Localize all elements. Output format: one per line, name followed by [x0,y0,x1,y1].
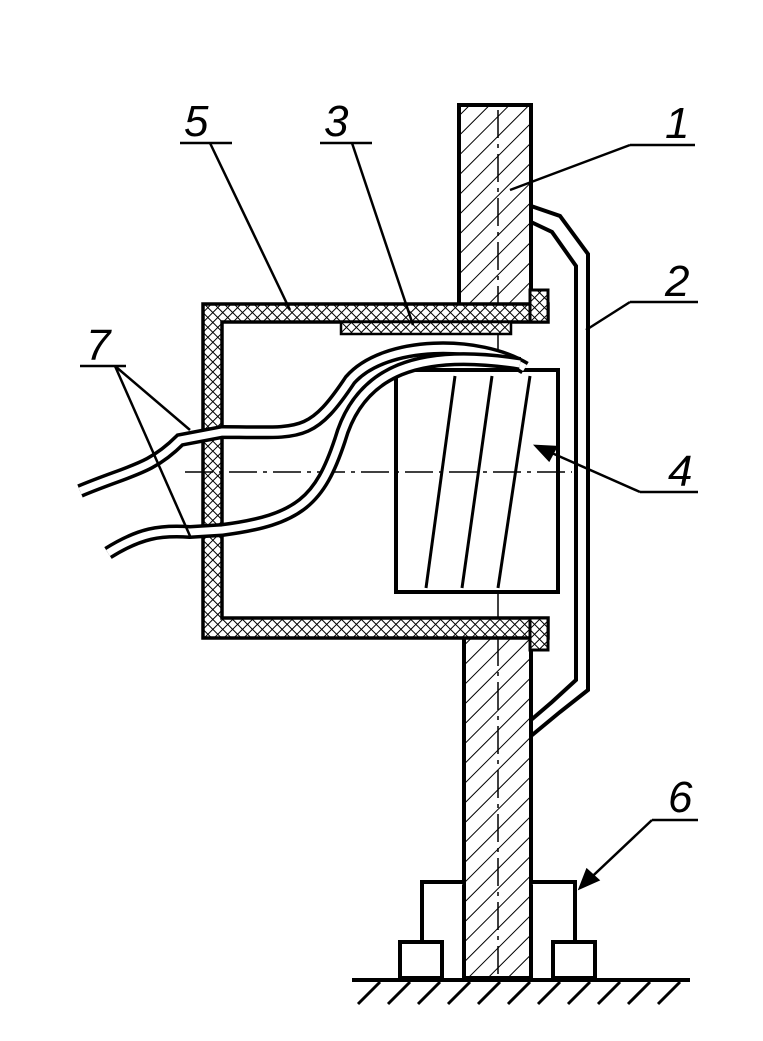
housing [201,288,550,652]
coil-block [394,368,560,594]
label-part-1: 1 [665,99,689,148]
outer-bracket [529,204,590,738]
label-part-5: 5 [184,97,209,146]
label-part-2: 2 [664,257,689,306]
clamp-feet [398,880,597,980]
leader-lines [80,141,698,891]
label-part-6: 6 [668,773,693,822]
strip-element [339,320,513,336]
label-part-7: 7 [86,321,112,370]
mounting-post [457,103,533,980]
lead-wires [77,341,529,559]
label-part-4: 4 [668,447,692,496]
label-part-3: 3 [324,97,349,146]
ground-base [352,978,690,1006]
